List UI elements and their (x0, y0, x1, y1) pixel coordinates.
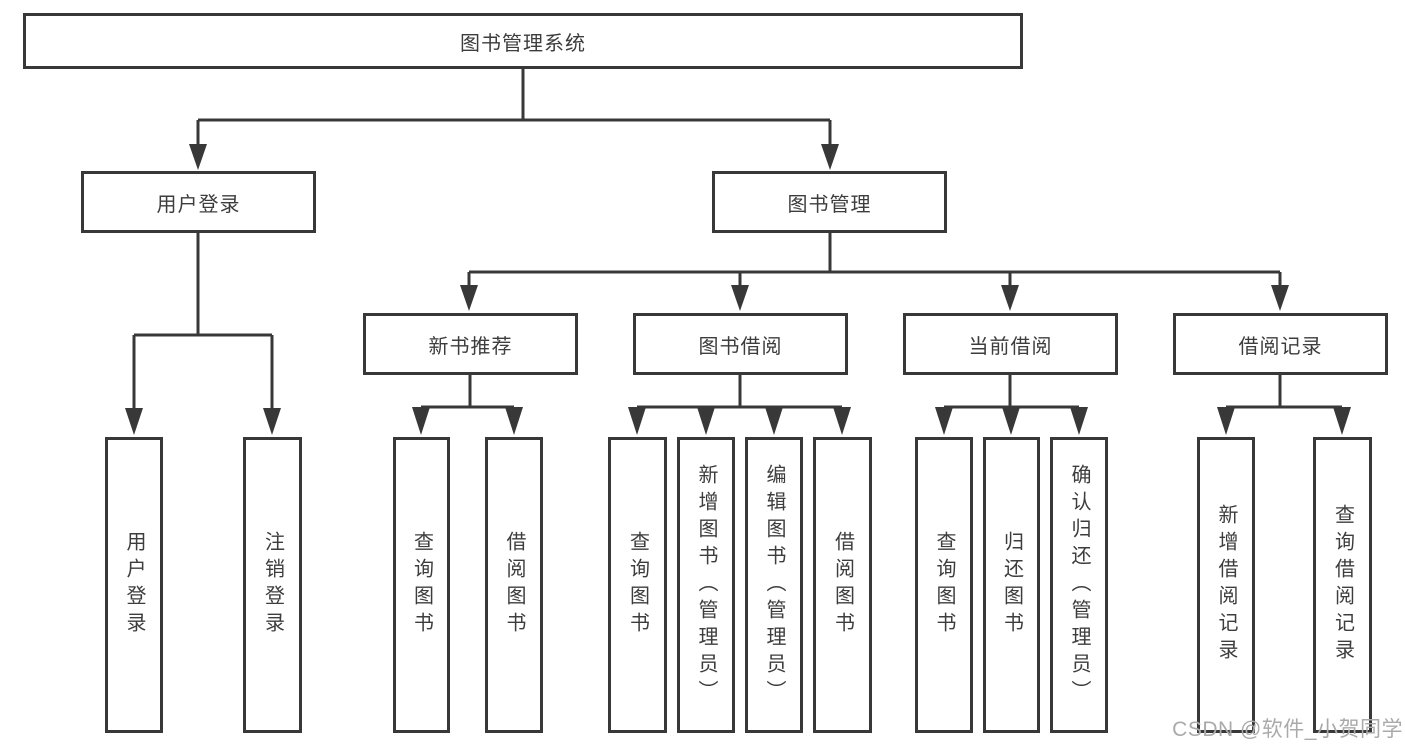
node-label: 图书管理 (787, 193, 872, 216)
node-label: 图书借阅 (698, 335, 783, 358)
node-leaf-return-book: 归还图书 (983, 437, 1040, 733)
node-label: 用户登录 (156, 193, 241, 216)
node-leaf-query-book-1: 查询图书 (393, 437, 450, 733)
watermark: CSDN @软件_小贺同学 (1172, 718, 1403, 741)
node-leaf-query-book-3: 查询图书 (915, 437, 973, 733)
node-label: 借阅图书 (831, 531, 854, 639)
node-label: 查询图书 (626, 531, 649, 639)
node-label: 编辑图书（管理员） (763, 463, 785, 707)
node-label: 借阅图书 (503, 531, 525, 639)
node-label: 图书管理系统 (460, 32, 586, 55)
node-label: 确认归还（管理员） (1068, 463, 1090, 707)
node-leaf-query-book-2: 查询图书 (608, 437, 667, 733)
node-label: 查询图书 (410, 531, 433, 639)
node-label: 注销登录 (261, 531, 284, 639)
node-user-login: 用户登录 (81, 171, 316, 233)
node-label: 当前借阅 (968, 335, 1053, 358)
node-leaf-borrow-book-2: 借阅图书 (813, 437, 872, 733)
node-label: 归还图书 (1000, 531, 1023, 639)
node-label: 用户登录 (123, 531, 145, 639)
node-label: 新增借阅记录 (1215, 504, 1237, 666)
node-leaf-query-borrow-record: 查询借阅记录 (1313, 437, 1372, 733)
node-leaf-add-book-admin: 新增图书（管理员） (677, 437, 735, 733)
node-system-root: 图书管理系统 (23, 13, 1023, 69)
node-book-management: 图书管理 (712, 171, 947, 233)
node-leaf-edit-book-admin: 编辑图书（管理员） (745, 437, 803, 733)
node-label: 借阅记录 (1238, 335, 1323, 358)
node-borrow-records: 借阅记录 (1173, 313, 1388, 375)
node-new-book-recommend: 新书推荐 (363, 313, 578, 375)
node-book-borrowing: 图书借阅 (633, 313, 848, 375)
node-leaf-borrow-book-1: 借阅图书 (485, 437, 543, 733)
node-leaf-logout: 注销登录 (243, 437, 302, 733)
node-leaf-confirm-return-admin: 确认归还（管理员） (1050, 437, 1108, 733)
node-current-borrowing: 当前借阅 (903, 313, 1118, 375)
node-leaf-user-login: 用户登录 (105, 437, 163, 733)
node-label: 查询图书 (933, 531, 955, 639)
node-label: 新增图书（管理员） (695, 463, 717, 707)
node-label: 查询借阅记录 (1331, 504, 1354, 666)
node-leaf-add-borrow-record: 新增借阅记录 (1197, 437, 1255, 733)
node-label: 新书推荐 (428, 335, 513, 358)
